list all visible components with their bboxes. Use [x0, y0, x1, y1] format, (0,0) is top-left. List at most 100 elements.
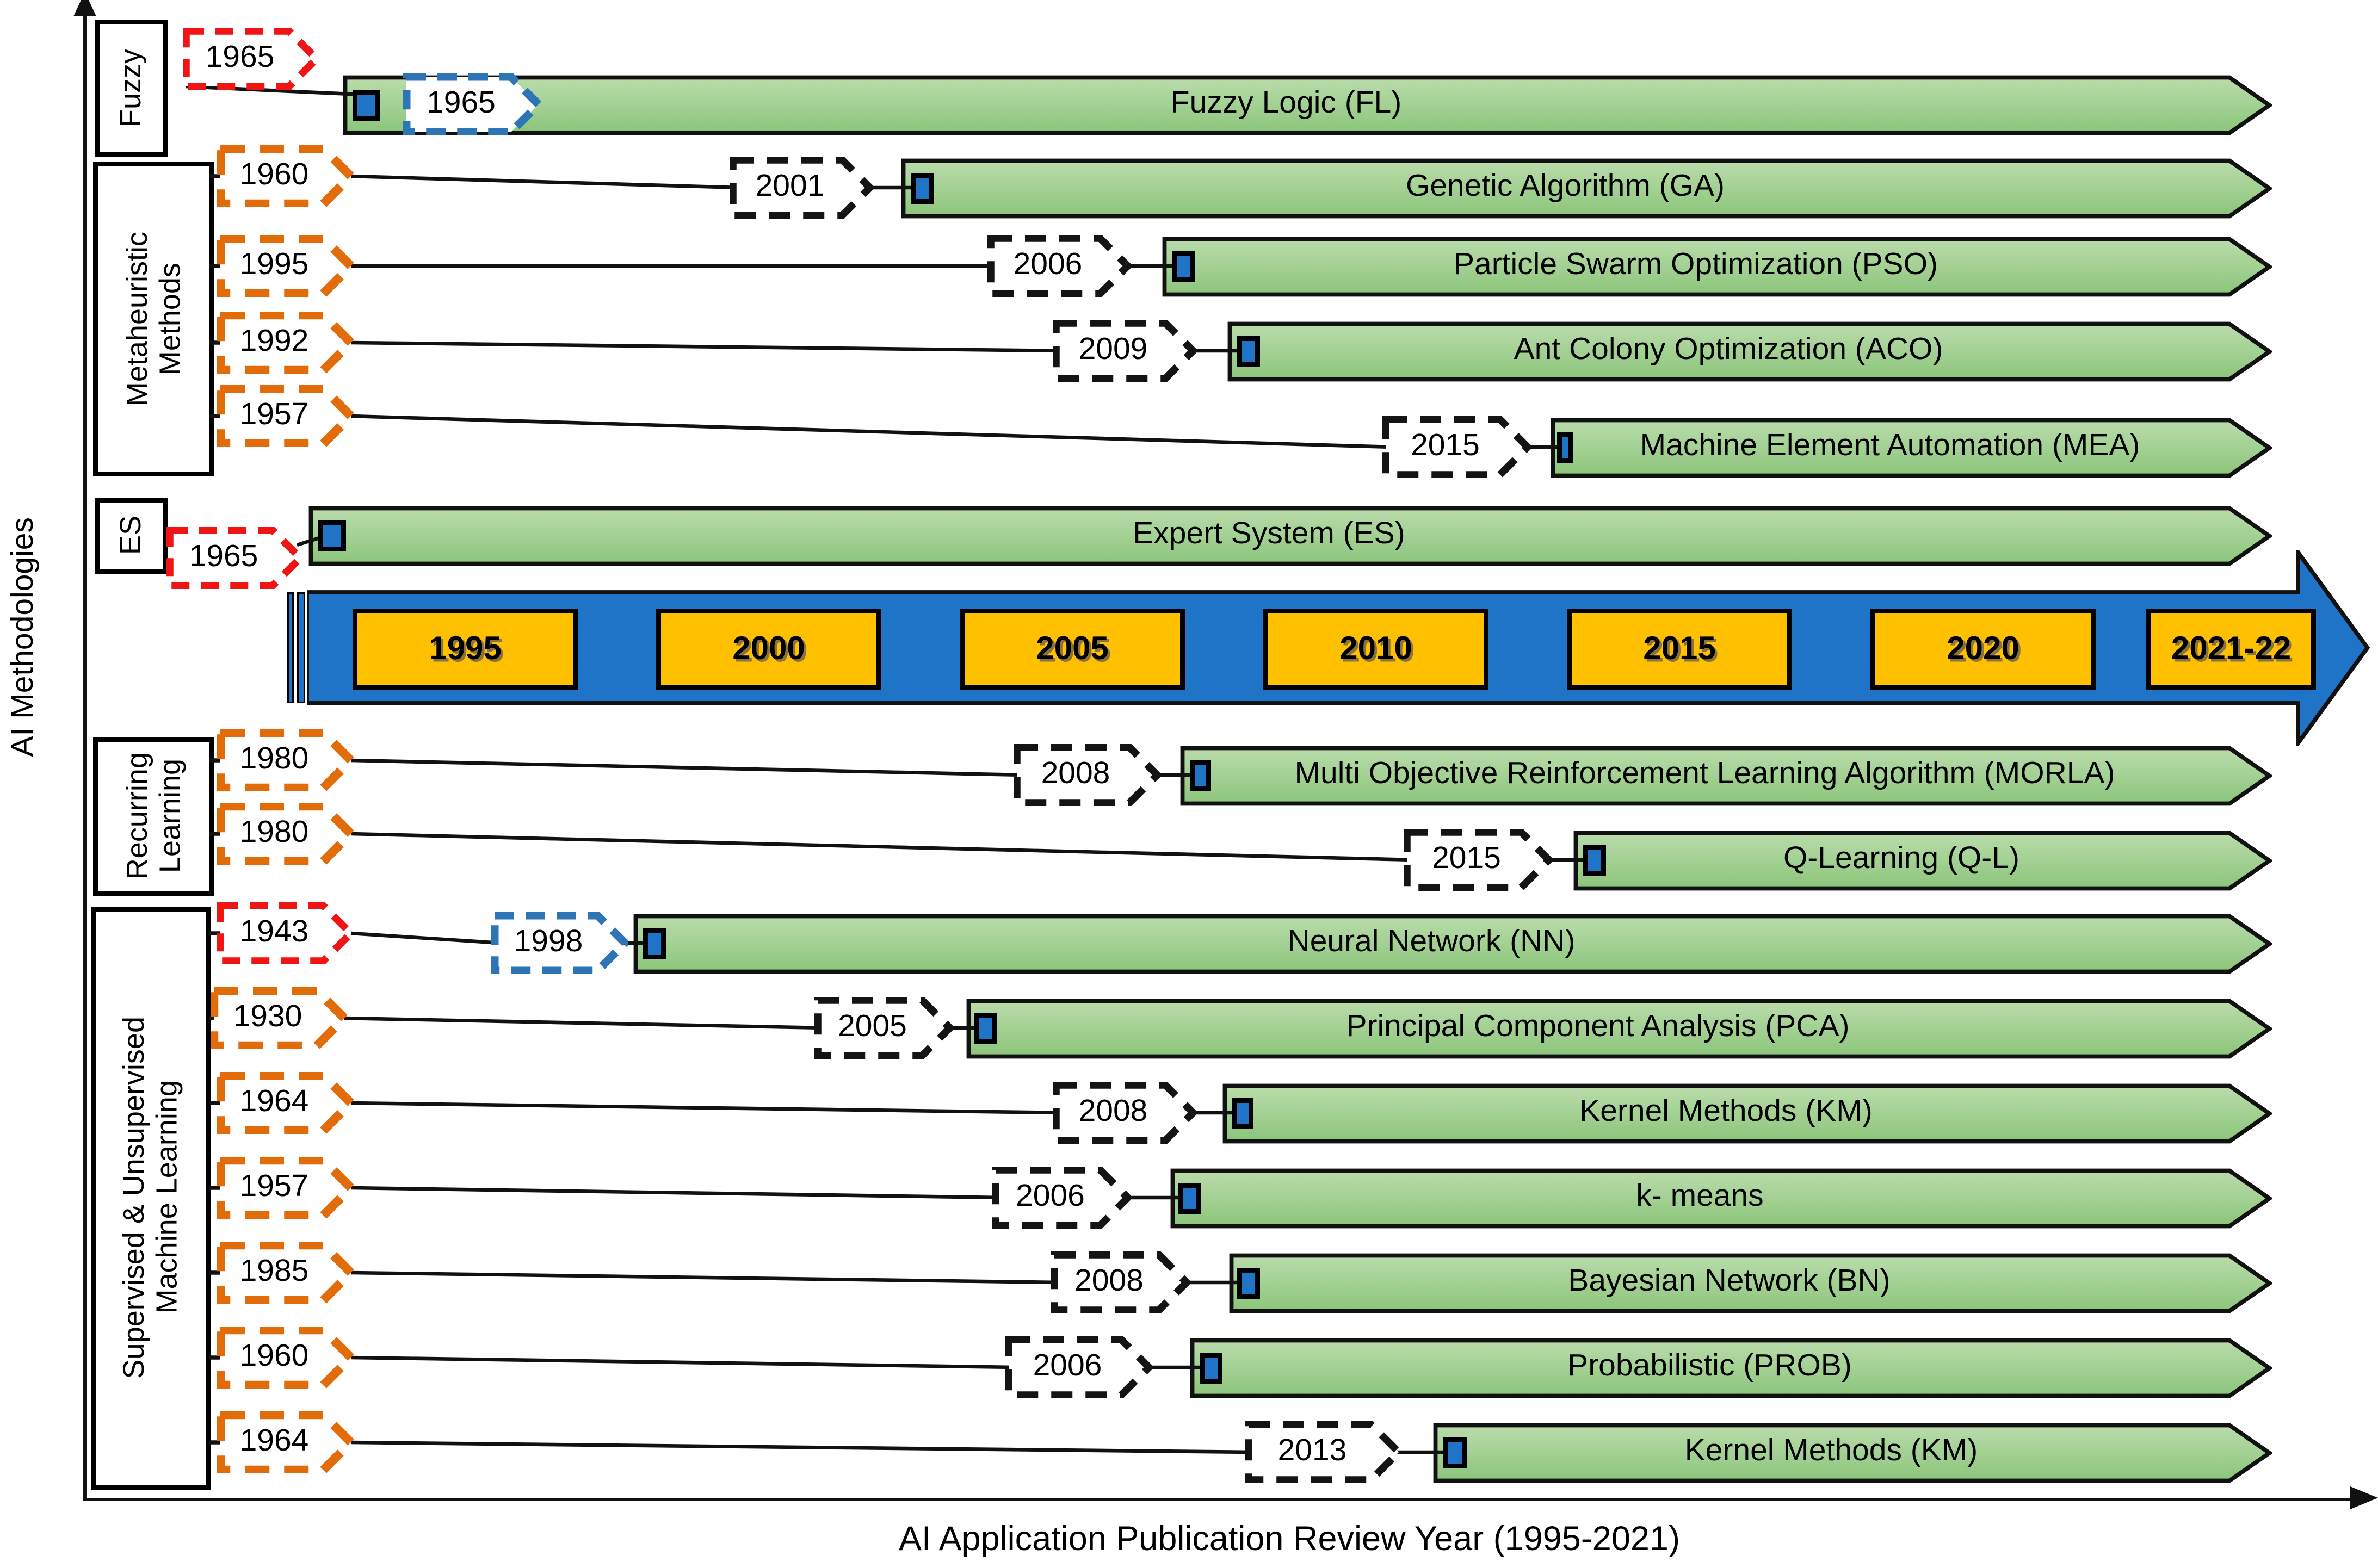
orange-dashed-pentagon-icon	[217, 803, 354, 865]
method-bar: Probabilistic (PROB)	[1190, 1337, 2272, 1398]
publication-year-badge: 2008	[1051, 1251, 1190, 1313]
publication-year-badge: 2013	[1245, 1421, 1402, 1483]
timeline-year-box: 2000	[656, 609, 881, 690]
invention-year-badge: 1943	[217, 902, 354, 964]
invention-year-badge: 1960	[217, 145, 354, 207]
review-start-marker	[1583, 844, 1606, 876]
invention-year-badge: 1980	[217, 729, 354, 791]
review-start-marker	[1237, 1267, 1260, 1298]
publication-year-badge-text: 2005	[838, 1010, 907, 1044]
review-start-marker	[911, 172, 934, 203]
review-start-marker	[1557, 431, 1573, 463]
method-bar: Neural Network (NN)	[633, 913, 2272, 974]
method-label: Kernel Methods (KM)	[1579, 1095, 1873, 1129]
review-start-marker	[1232, 1097, 1253, 1129]
method-label: Multi Objective Reinforcement Learning A…	[1294, 757, 2115, 791]
method-label: Q-Learning (Q-L)	[1783, 842, 2019, 876]
green-arrow-icon	[1180, 745, 2272, 805]
timeline-year-box: 2021-22	[2146, 609, 2316, 690]
red-dashed-pentagon-icon	[217, 902, 354, 964]
invention-year-badge: 1960	[217, 1327, 354, 1389]
review-start-marker	[1200, 1352, 1222, 1383]
method-bar: Multi Objective Reinforcement Learning A…	[1180, 745, 2272, 805]
invention-year-badge: 1930	[211, 987, 348, 1049]
orange-dashed-pentagon-icon	[217, 1242, 354, 1304]
method-label: Ant Colony Optimization (ACO)	[1514, 333, 1943, 367]
x-axis-line	[82, 1497, 2361, 1502]
publication-year-badge-text: 1965	[427, 86, 496, 121]
red-dashed-pentagon-icon	[183, 28, 320, 90]
invention-year-badge-text: 1957	[239, 398, 309, 432]
publication-year-badge-text: 2008	[1078, 1095, 1148, 1129]
review-start-marker	[353, 89, 380, 120]
method-bar: Kernel Methods (KM)	[1222, 1083, 2272, 1143]
y-axis-line	[82, 10, 87, 1499]
green-arrow-icon	[901, 158, 2272, 218]
invention-year-badge-text: 1992	[239, 325, 309, 359]
green-arrow-icon	[1190, 1337, 2272, 1397]
publication-year-badge-text: 2008	[1041, 757, 1110, 791]
green-arrow-icon	[1229, 1253, 2272, 1312]
green-arrow-icon	[1162, 236, 2272, 296]
orange-dashed-pentagon-icon	[217, 1327, 354, 1389]
publication-year-badge: 2015	[1404, 829, 1552, 891]
method-bar: Fuzzy Logic (FL)	[343, 75, 2272, 135]
invention-year-badge: 1957	[217, 1157, 354, 1219]
green-arrow-icon	[1433, 1422, 2272, 1482]
black-dashed-pentagon-icon	[1382, 416, 1531, 478]
review-start-marker	[974, 1012, 997, 1044]
timeline-year-box: 2010	[1263, 609, 1488, 690]
invention-year-badge-text: 1964	[239, 1424, 309, 1459]
black-dashed-pentagon-icon	[1005, 1336, 1152, 1398]
orange-dashed-pentagon-icon	[217, 312, 354, 374]
publication-year-badge: 2009	[1053, 320, 1196, 382]
category-box: ES	[95, 498, 168, 574]
black-dashed-pentagon-icon	[1245, 1421, 1402, 1483]
orange-dashed-pentagon-icon	[217, 145, 354, 207]
method-label: Bayesian Network (BN)	[1568, 1265, 1891, 1299]
blue-dashed-pentagon-icon	[491, 912, 628, 974]
black-dashed-pentagon-icon	[987, 235, 1131, 297]
review-start-marker	[1178, 1182, 1201, 1213]
publication-year-badge: 2015	[1382, 416, 1531, 478]
method-label: Fuzzy Logic (FL)	[1170, 86, 1402, 121]
publication-year-badge: 2008	[1053, 1082, 1196, 1144]
red-dashed-pentagon-icon	[166, 527, 304, 589]
x-axis-arrowhead-icon	[2350, 1486, 2378, 1510]
method-label: Neural Network (NN)	[1287, 925, 1576, 959]
method-label: Probabilistic (PROB)	[1567, 1349, 1852, 1384]
method-label: k- means	[1636, 1180, 1764, 1214]
category-box: Metaheuristic Methods	[93, 162, 214, 476]
black-dashed-pentagon-icon	[1051, 1251, 1190, 1313]
publication-year-badge: 2008	[1014, 744, 1160, 806]
invention-year-badge: 1980	[217, 803, 354, 865]
timeline-break-bar-icon	[287, 592, 293, 703]
publication-year-badge-text: 2009	[1078, 333, 1148, 367]
review-start-marker	[643, 927, 666, 959]
publication-year-badge: 2005	[814, 997, 953, 1059]
green-arrow-icon	[1551, 417, 2272, 477]
black-dashed-pentagon-icon	[1404, 829, 1552, 891]
review-start-marker	[1237, 335, 1260, 367]
publication-year-badge-text: 2008	[1074, 1265, 1144, 1299]
green-arrow-icon	[343, 75, 2272, 134]
invention-year-badge-text: 1960	[239, 1340, 309, 1374]
publication-year-badge-text: 1998	[514, 925, 583, 959]
black-dashed-pentagon-icon	[814, 997, 953, 1059]
invention-year-badge: 1964	[217, 1411, 354, 1473]
review-start-marker	[1172, 250, 1195, 282]
invention-year-badge-text: 1930	[233, 1000, 302, 1034]
invention-year-badge: 1992	[217, 312, 354, 374]
method-label: Kernel Methods (KM)	[1684, 1434, 1978, 1468]
orange-dashed-pentagon-icon	[211, 987, 348, 1049]
category-box: Recurring Learning	[93, 737, 214, 896]
invention-year-badge-text: 1965	[189, 540, 258, 574]
invention-year-badge-text: 1960	[239, 158, 309, 193]
timeline-year-box: 2005	[960, 609, 1185, 690]
publication-year-badge: 1965	[403, 73, 542, 135]
x-axis-title: AI Application Publication Review Year (…	[899, 1521, 1680, 1558]
method-bar: Q-Learning (Q-L)	[1573, 830, 2272, 890]
orange-dashed-pentagon-icon	[217, 235, 354, 297]
